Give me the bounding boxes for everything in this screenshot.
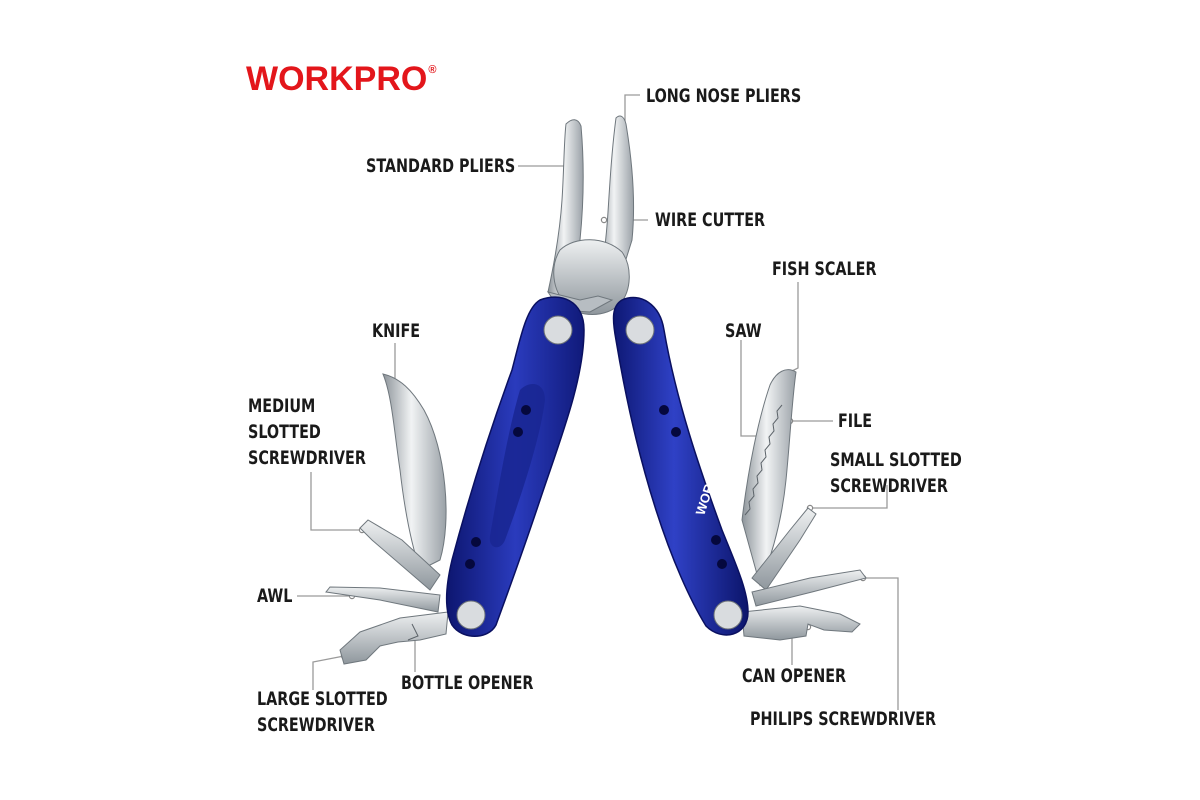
label-fish-scaler: FISH SCALER [772, 258, 877, 280]
label-file: FILE [838, 410, 873, 432]
leader-medium-slotted [310, 472, 362, 531]
bottle-opener-notch [407, 623, 419, 641]
right-tools [741, 369, 867, 641]
knife-blade [382, 373, 447, 571]
label-standard-pliers: STANDARD PLIERS [366, 155, 516, 177]
leader-philips [863, 577, 899, 710]
left-handle [445, 296, 585, 637]
leader-fish-scaler [785, 282, 799, 375]
leader-saw [740, 340, 760, 437]
label-philips-screwdriver: PHILIPS SCREWDRIVER [750, 708, 937, 730]
label-bottle-opener: BOTTLE OPENER [401, 672, 534, 694]
label-saw: SAW [725, 320, 762, 342]
brand-logo: WORKPRO® [246, 60, 437, 98]
leader-lines [297, 94, 899, 710]
right-handle: WORKPRO [612, 296, 749, 636]
label-medium-slotted-screwdriver: MEDIUM SLOTTED SCREWDRIVER [248, 395, 366, 469]
left-tools [325, 373, 449, 665]
leader-small-slotted [810, 485, 888, 509]
label-long-nose-pliers: LONG NOSE PLIERS [646, 85, 802, 107]
medium-slotted-screwdriver [359, 519, 441, 591]
label-small-slotted-screwdriver: SMALL SLOTTED SCREWDRIVER [830, 449, 962, 497]
saw-teeth [744, 404, 783, 516]
philips-screwdriver [751, 569, 867, 607]
pliers-head [546, 115, 635, 315]
large-slotted-screwdriver [339, 611, 449, 665]
can-opener [741, 605, 861, 641]
leader-large-slotted [312, 655, 345, 690]
saw-blade [741, 369, 797, 587]
label-knife: KNIFE [372, 320, 421, 342]
label-awl: AWL [257, 585, 293, 607]
awl [325, 586, 441, 613]
label-large-slotted-screwdriver: LARGE SLOTTED SCREWDRIVER [257, 688, 388, 736]
label-can-opener: CAN OPENER [742, 665, 847, 687]
label-wire-cutter: WIRE CUTTER [655, 209, 766, 231]
